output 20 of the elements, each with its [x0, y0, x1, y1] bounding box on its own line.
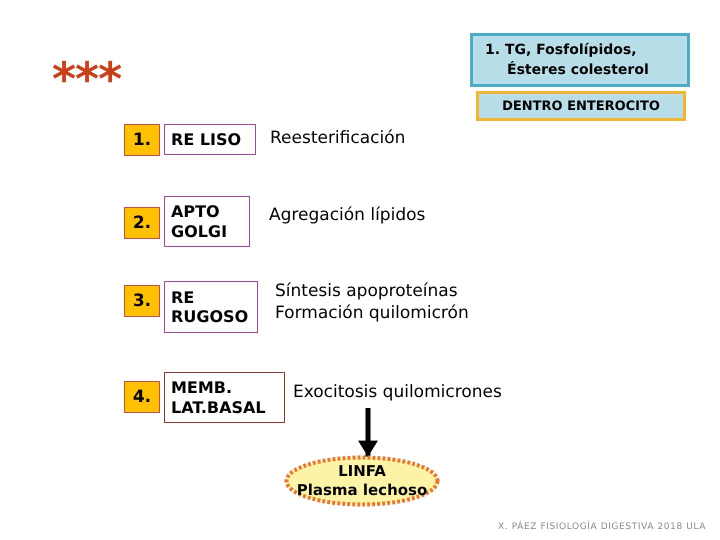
highlight-box: DENTRO ENTEROCITO — [476, 91, 686, 121]
node-text: LINFA — [338, 462, 386, 481]
organelle-box: RE RUGOSO — [164, 281, 258, 333]
organelle-box: RE LISO — [164, 124, 256, 155]
step-number: 3. — [124, 285, 160, 317]
step-number: 2. — [124, 207, 160, 239]
step-number: 4. — [124, 381, 160, 413]
lymph-ellipse — [284, 455, 440, 507]
footer-credit: X. PÁEZ FISIOLOGÍA DIGESTIVA 2018 ULA — [498, 522, 706, 532]
organelle-box: APTO GOLGI — [164, 196, 250, 247]
description-text: Agregación lípidos — [269, 205, 426, 225]
arrow — [358, 408, 378, 457]
step-number: 1. — [124, 124, 160, 156]
highlight-box: 1. TG, Fosfolípidos, Ésteres colesterol — [470, 33, 690, 87]
node-text: Plasma lechoso — [296, 481, 428, 500]
membrane-box: MEMB. LAT.BASAL — [164, 372, 285, 423]
process-text: Exocitosis quilomicrones — [293, 378, 538, 406]
asterisk-marks: *** — [52, 56, 122, 102]
description-text: Síntesis apoproteínas Formación quilomicrón — [275, 280, 470, 324]
description-text: Reesterificación — [270, 128, 406, 148]
